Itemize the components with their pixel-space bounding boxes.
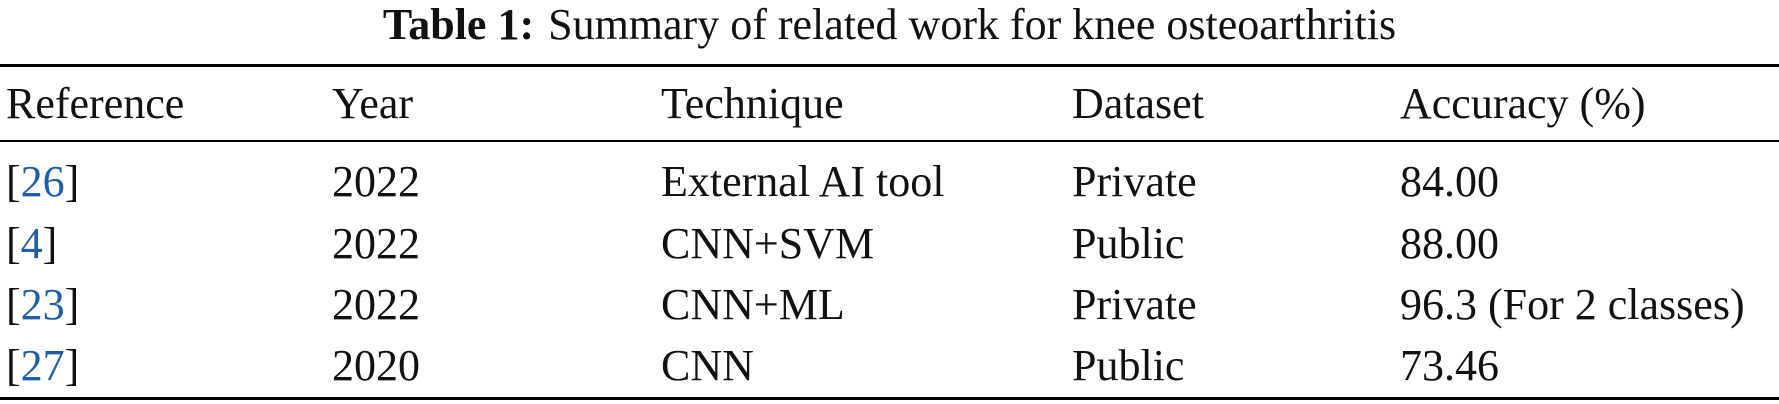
row-accuracy-cell: 84.00 <box>1400 157 1499 206</box>
table-header-rule <box>0 140 1779 142</box>
row-accuracy-cell: 73.46 <box>1400 341 1499 390</box>
table-caption-text: Summary of related work for knee osteoar… <box>548 0 1397 49</box>
row-year-cell: 2020 <box>332 341 420 390</box>
header-accuracy: Accuracy (%) <box>1400 79 1646 128</box>
row-dataset-cell: Public <box>1072 341 1185 390</box>
row-accuracy-cell: 88.00 <box>1400 219 1499 268</box>
citation-link[interactable]: 4 <box>20 219 43 268</box>
row-year-cell: 2022 <box>332 157 420 206</box>
row-reference-cell: [23] <box>6 280 80 329</box>
row-year-cell: 2022 <box>332 219 420 268</box>
row-reference-cell: [4] <box>6 219 58 268</box>
row-year-cell: 2022 <box>332 280 420 329</box>
table-top-rule <box>0 64 1779 67</box>
citation-link[interactable]: 27 <box>20 341 65 390</box>
row-technique-cell: External AI tool <box>661 157 945 206</box>
header-technique: Technique <box>661 79 844 128</box>
row-accuracy-cell: 96.3 (For 2 classes) <box>1400 280 1745 329</box>
table-caption-label: Table 1: <box>382 0 535 49</box>
row-reference-cell: [26] <box>6 157 80 206</box>
header-dataset: Dataset <box>1072 79 1204 128</box>
row-dataset-cell: Private <box>1072 157 1197 206</box>
header-year: Year <box>332 79 414 128</box>
header-reference: Reference <box>6 79 185 128</box>
row-dataset-cell: Private <box>1072 280 1197 329</box>
row-reference-cell: [27] <box>6 341 80 390</box>
row-dataset-cell: Public <box>1072 219 1185 268</box>
table-bottom-rule <box>0 397 1779 400</box>
table-caption: Table 1: Summary of related work for knee… <box>0 0 1779 50</box>
citation-link[interactable]: 23 <box>20 280 65 329</box>
row-technique-cell: CNN <box>661 341 754 390</box>
row-technique-cell: CNN+ML <box>661 280 845 329</box>
row-technique-cell: CNN+SVM <box>661 219 875 268</box>
citation-link[interactable]: 26 <box>20 157 65 206</box>
